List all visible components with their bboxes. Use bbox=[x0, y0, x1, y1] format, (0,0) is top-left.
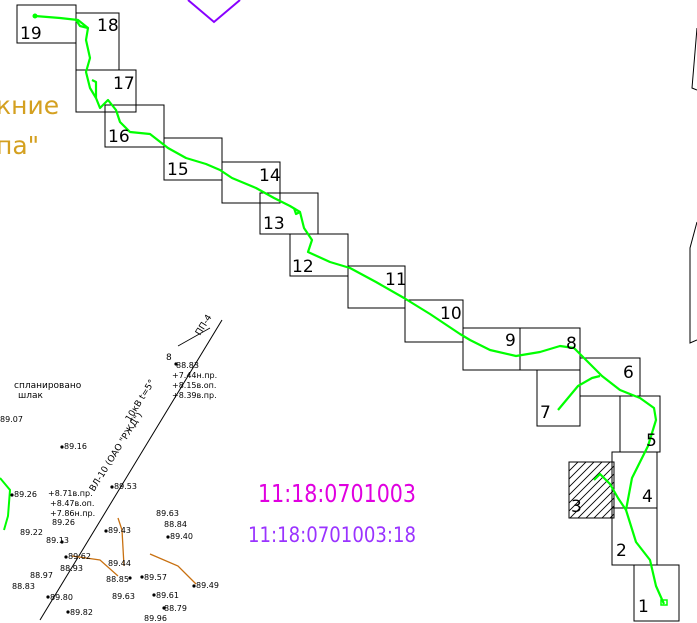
sheet-label-5: 5 bbox=[646, 431, 657, 451]
sheet-labels: 1 2 3 4 5 6 7 8 9 10 11 12 13 14 15 16 1… bbox=[20, 16, 657, 617]
partial-label-line2: па" bbox=[0, 131, 39, 160]
elev-14: 89.57 bbox=[144, 573, 167, 582]
elev-1: 89.16 bbox=[64, 442, 87, 451]
elev-11: 88.93 bbox=[60, 564, 83, 573]
sheet-label-18: 18 bbox=[97, 16, 119, 36]
partial-label-line1: кние bbox=[0, 91, 59, 120]
elev-24: 89.96 bbox=[144, 614, 167, 623]
ann-right-3: +8.39в.пр. bbox=[172, 391, 217, 400]
elev-2: 89.26 bbox=[14, 490, 37, 499]
sheet-label-14: 14 bbox=[259, 166, 281, 186]
sheet-label-16: 16 bbox=[108, 127, 130, 147]
survey-details: ВЛ-10 (ОАО "РЖД") 10кВ t=5° ПП-4 8 сплан… bbox=[0, 313, 223, 623]
elev-15: 89.49 bbox=[196, 581, 219, 590]
elev-0: 89.07 bbox=[0, 415, 23, 424]
sheet-box-10[interactable] bbox=[404, 299, 464, 343]
route-line bbox=[34, 14, 666, 605]
survey-point-marks bbox=[10, 362, 196, 614]
sheet-label-1: 1 bbox=[638, 597, 649, 617]
sheet-box-11[interactable] bbox=[347, 265, 406, 309]
sheet-label-10: 10 bbox=[440, 304, 462, 324]
sheet-box-9[interactable] bbox=[462, 327, 521, 371]
route-left-fragment bbox=[0, 477, 12, 531]
sheet-grid bbox=[16, 4, 680, 622]
elev-6: 89.13 bbox=[46, 536, 69, 545]
route-end-marker bbox=[660, 599, 668, 606]
elevation-points: 89.07 89.16 89.26 89.53 89.26 89.22 89.1… bbox=[0, 415, 219, 623]
elev-5: 89.22 bbox=[20, 528, 43, 537]
elev-10: 89.40 bbox=[170, 532, 193, 541]
ann-right-1: +7.44н.пр. bbox=[172, 371, 217, 380]
right-edge-shape-1 bbox=[691, 27, 697, 91]
orange-line-1 bbox=[117, 517, 125, 567]
route-start-point bbox=[32, 13, 38, 19]
elev-17: 88.83 bbox=[12, 582, 35, 591]
elev-7: 89.43 bbox=[108, 526, 131, 535]
note-planned-2: шлак bbox=[18, 391, 44, 401]
note-planned-1: спланировано bbox=[14, 381, 82, 391]
sheet-box-12[interactable] bbox=[289, 233, 349, 277]
ann-left-2: +7.86н.пр. bbox=[50, 509, 95, 518]
elev-22: 88.79 bbox=[164, 604, 187, 613]
cadastral-parcel-label: 11:18:0701003:18 bbox=[248, 523, 416, 547]
elev-12: 89.62 bbox=[68, 552, 91, 561]
sheet-label-11: 11 bbox=[385, 270, 407, 290]
elev-20: 89.63 bbox=[112, 592, 135, 601]
sheet-box-15[interactable] bbox=[163, 137, 223, 181]
pole-label: ПП-4 bbox=[194, 313, 215, 338]
boundary-line-top bbox=[187, 0, 241, 24]
sheet-label-6: 6 bbox=[623, 363, 634, 383]
elev-13: 89.44 bbox=[108, 559, 131, 568]
elev-4: 89.26 bbox=[52, 518, 75, 527]
elev-9: 88.84 bbox=[164, 520, 187, 529]
sheet-label-12: 12 bbox=[292, 257, 314, 277]
elev-3: 89.53 bbox=[114, 482, 137, 491]
pole-number: 8 bbox=[166, 353, 172, 363]
sheet-box-13[interactable] bbox=[259, 192, 319, 235]
sheet-label-3: 3 bbox=[571, 497, 582, 517]
sheet-label-13: 13 bbox=[263, 214, 285, 234]
sheet-label-9: 9 bbox=[505, 331, 516, 351]
sheet-box-16[interactable] bbox=[104, 104, 165, 148]
sheet-box-19[interactable] bbox=[16, 4, 77, 44]
elev-18: 88.85 bbox=[106, 575, 129, 584]
ann-left-0: +8.71в.пр. bbox=[48, 489, 93, 498]
sheet-label-8: 8 bbox=[566, 334, 577, 354]
elev-23: 89.82 bbox=[70, 608, 93, 617]
sheet-box-14[interactable] bbox=[221, 161, 281, 204]
elev-16: 88.97 bbox=[30, 571, 53, 580]
sheet-label-7: 7 bbox=[540, 403, 551, 423]
sheet-label-15: 15 bbox=[167, 160, 189, 180]
power-line bbox=[39, 319, 223, 621]
hatch-area bbox=[569, 462, 614, 518]
sheet-label-17: 17 bbox=[113, 74, 135, 94]
ann-left-1: +8.47в.оп. bbox=[50, 499, 94, 508]
orange-line-3 bbox=[71, 555, 119, 577]
ann-right-2: +8.15в.оп. bbox=[172, 381, 216, 390]
sheet-label-4: 4 bbox=[642, 487, 653, 507]
ann-right-0: 88.83 bbox=[176, 361, 199, 370]
cadastral-block-label: 11:18:0701003 bbox=[258, 479, 416, 508]
right-edge-shape-2 bbox=[689, 221, 697, 344]
orange-line-2 bbox=[149, 553, 197, 585]
elev-21: 89.61 bbox=[156, 591, 179, 600]
sheet-label-19: 19 bbox=[20, 24, 42, 44]
elev-19: 89.80 bbox=[50, 593, 73, 602]
elev-8: 89.63 bbox=[156, 509, 179, 518]
sheet-label-2: 2 bbox=[616, 541, 627, 561]
